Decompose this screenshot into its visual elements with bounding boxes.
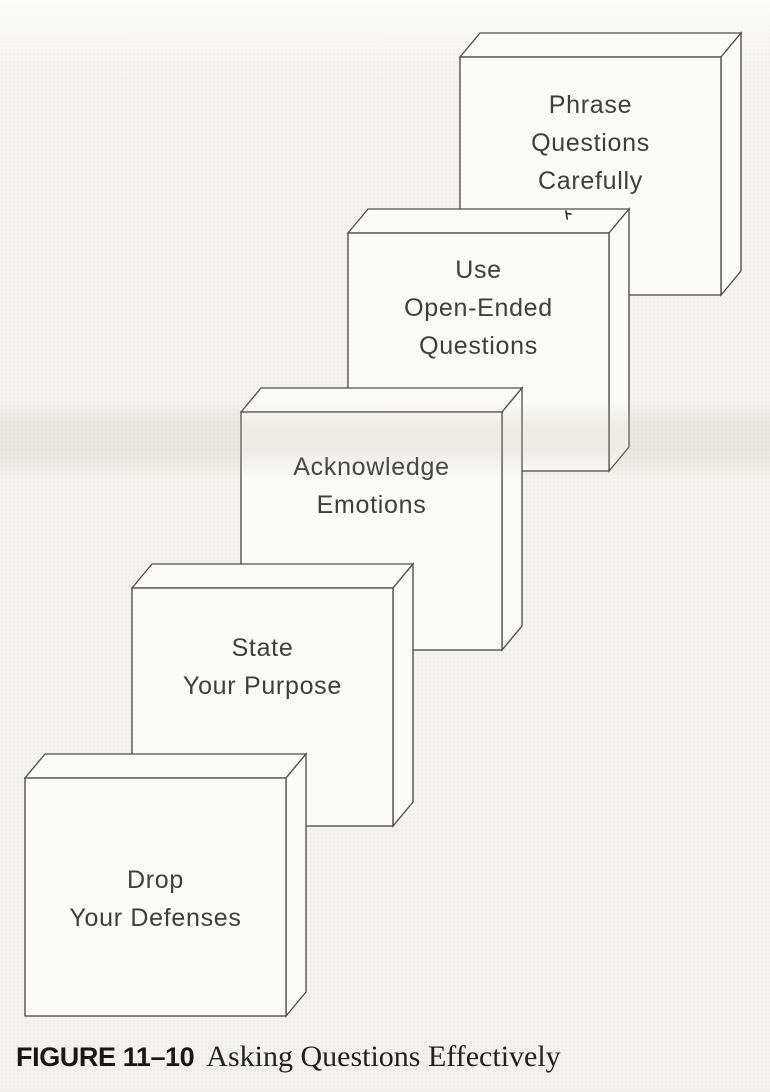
block-label-line: Your Defenses [69, 904, 241, 932]
block-label-line: State [232, 634, 294, 662]
block-label-line: Questions [419, 332, 538, 360]
block-label-line: Open-Ended [404, 294, 553, 322]
block-label-line: Drop [127, 866, 184, 894]
block-label-line: Acknowledge [293, 453, 449, 481]
figure-caption: FIGURE 11–10 Asking Questions Effectively [16, 1040, 561, 1074]
block-side-face [392, 562, 414, 828]
block-top-face [239, 387, 524, 413]
block-top-face [23, 753, 308, 779]
stray-ink-mark [565, 210, 572, 220]
figure-caption-title: Asking Questions Effectively [206, 1040, 561, 1073]
block-label-line: Phrase [549, 91, 632, 119]
block-label-line: Your Purpose [183, 672, 342, 700]
block-label-line: Carefully [538, 167, 643, 195]
block-side-face [501, 386, 523, 652]
figure-caption-label: FIGURE 11–10 [16, 1042, 195, 1072]
block-side-face [285, 752, 307, 1018]
block-top-face [346, 208, 631, 234]
block-top-face [130, 563, 415, 589]
block-top-face [458, 32, 743, 58]
block-label-line: Use [455, 256, 502, 284]
block-label-line: Questions [531, 129, 650, 157]
block-front-face [24, 777, 287, 1017]
block-side-face [720, 31, 742, 297]
block-side-face [608, 207, 630, 473]
block-label-line: Emotions [317, 491, 427, 519]
